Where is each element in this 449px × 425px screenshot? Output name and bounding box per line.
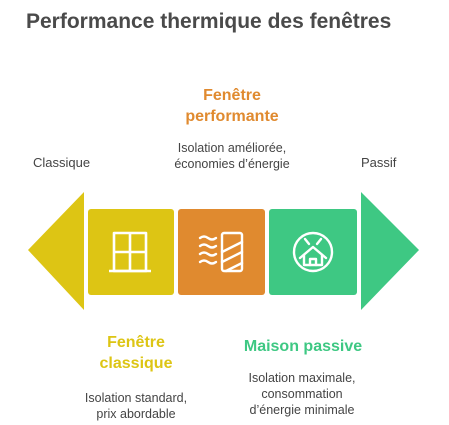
stage-passive-desc-line2: consommation <box>261 387 343 401</box>
stage-passive-desc-line1: Isolation maximale, <box>248 371 356 385</box>
right-end-label: Passif <box>361 155 397 170</box>
stage-passive-box <box>269 209 357 295</box>
eco-house-icon <box>292 231 334 273</box>
stage-performante-heading-line2: performante <box>185 108 279 125</box>
left-arrowhead <box>28 192 84 310</box>
window-icon <box>109 231 151 273</box>
stage-passive-description: Isolation maximale, consommation d’énerg… <box>212 370 392 418</box>
page-title: Performance thermique des fenêtres <box>26 10 392 33</box>
heat-insulation-icon <box>198 231 244 273</box>
right-arrowhead <box>361 192 419 310</box>
stage-classique-heading: Fenêtre classique <box>56 332 216 374</box>
stage-performante-desc-line2: économies d’énergie <box>174 157 290 171</box>
stage-classique-heading-line2: classique <box>99 355 173 372</box>
stage-performante-heading-line1: Fenêtre <box>203 87 261 104</box>
left-end-label: Classique <box>33 155 91 170</box>
stage-classique-desc-line1: Isolation standard, <box>84 391 188 405</box>
stage-performante-heading: Fenêtre performante <box>142 85 322 127</box>
stage-classique-description: Isolation standard, prix abordable <box>46 390 226 422</box>
stage-performante-desc-line1: Isolation améliorée, <box>177 141 287 155</box>
stage-passive-heading: Maison passive <box>243 338 363 355</box>
stage-performante-description: Isolation améliorée, économies d’énergie <box>132 140 332 172</box>
stage-classique-heading-line1: Fenêtre <box>107 334 165 351</box>
stage-passive-desc-line3: d’énergie minimale <box>249 403 355 417</box>
stage-classique-desc-line2: prix abordable <box>96 407 176 421</box>
